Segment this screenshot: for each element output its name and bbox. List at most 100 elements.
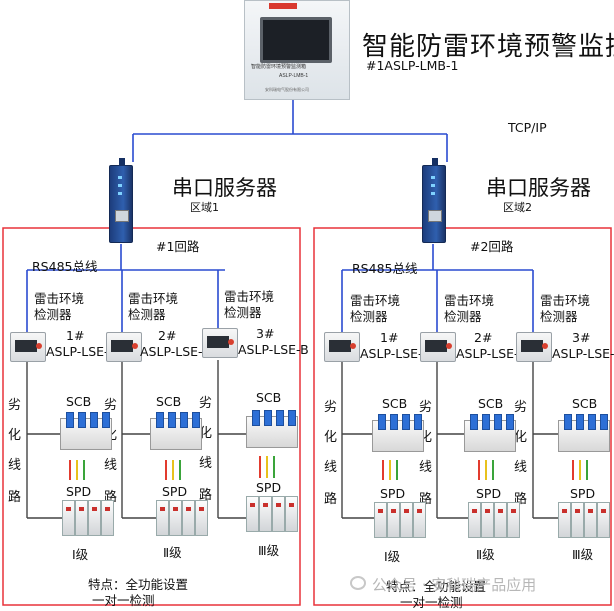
vertical-label-char: 化 (514, 430, 528, 445)
detector-device (10, 332, 46, 362)
spd-device (558, 502, 612, 538)
zone1-column-2-wiring (121, 362, 181, 519)
detector-model: ASLP-LSE- (46, 344, 109, 359)
detector-number: 1# (66, 328, 85, 343)
scb-breaker (558, 414, 610, 452)
detector-device (420, 332, 456, 362)
detector-label-bottom: 检测器 (128, 307, 166, 322)
detector-model: ASLP-LSE-B (238, 342, 309, 357)
scb-breaker (246, 410, 298, 448)
scb-breaker (150, 412, 202, 450)
zone2-note-line1: 特点：全功能设置 (386, 579, 487, 594)
vertical-label-char: 线 (324, 460, 338, 475)
server2-title: 串口服务器 (486, 176, 591, 200)
spd-label: SPD (66, 484, 92, 499)
vertical-label-char: 线 (199, 456, 213, 471)
vertical-label-char: 线 (8, 458, 22, 473)
ethernet-port-icon (115, 210, 129, 222)
serial-server-2 (422, 158, 446, 243)
detector-device (202, 328, 238, 358)
vertical-label-char: 劣 (419, 400, 433, 415)
spd-label: SPD (256, 480, 282, 495)
detector-model: ASLP-LSE- (140, 344, 203, 359)
vertical-label-char: 劣 (514, 400, 528, 415)
monitor-device: 智能防雷环境预警监测箱 ASLP-LMB-1 安科瑞电气股份有限公司 (244, 0, 350, 100)
detector-device (106, 332, 142, 362)
spd-device (374, 502, 428, 538)
grade-label: Ⅱ级 (476, 547, 495, 562)
detector-model: ASLP-LSE-I (552, 346, 614, 361)
zone1-column-1-wiring (26, 362, 85, 519)
detector-label-top: 雷击环境 (444, 293, 495, 308)
zone2-note-line2: 一对一检测 (400, 595, 463, 610)
serial-server-1 (109, 158, 133, 243)
zone1-loop-label: #1回路 (156, 239, 200, 254)
scb-label: SCB (256, 390, 282, 405)
vertical-label-char: 劣 (199, 396, 213, 411)
detector-number: 3# (572, 330, 591, 345)
detector-label-bottom: 检测器 (540, 309, 578, 324)
vertical-label-char: 路 (8, 490, 22, 505)
detector-label-bottom: 检测器 (350, 309, 388, 324)
detector-device (324, 332, 360, 362)
scb-breaker (464, 414, 516, 452)
zone2-bus-label: RS485总线 (352, 261, 418, 276)
scb-label: SCB (156, 394, 182, 409)
vertical-label-char: 线 (419, 460, 433, 475)
zone1-label: 区域1 (190, 201, 219, 214)
scb-label: SCB (572, 396, 598, 411)
spd-device (62, 500, 116, 536)
vertical-label-char: 化 (324, 430, 338, 445)
vertical-label-char: 劣 (324, 400, 338, 415)
zone1-note-line2: 一对一检测 (92, 593, 155, 608)
detector-label-top: 雷击环境 (128, 291, 179, 306)
detector-number: 3# (256, 326, 275, 341)
spd-label: SPD (380, 486, 406, 501)
vertical-label-char: 路 (324, 492, 338, 507)
detector-label-bottom: 检测器 (444, 309, 482, 324)
monitor-title: 智能防雷环境预警监控 (362, 32, 614, 62)
monitor-screen (260, 17, 332, 63)
vertical-label-char: 化 (199, 426, 213, 441)
detector-number: 2# (158, 328, 177, 343)
server1-title: 串口服务器 (172, 176, 277, 200)
scb-label: SCB (66, 394, 92, 409)
scb-label: SCB (478, 396, 504, 411)
spd-device (468, 502, 522, 538)
detector-number: 1# (380, 330, 399, 345)
spd-label: SPD (476, 486, 502, 501)
spd-label: SPD (162, 484, 188, 499)
zone1-column-3-wiring (217, 360, 275, 519)
monitor-panel-text: 智能防雷环境预警监测箱 (251, 64, 307, 70)
detector-number: 2# (474, 330, 493, 345)
monitor-model: #1ASLP-LMB-1 (366, 58, 459, 73)
scb-breaker (60, 412, 112, 450)
vertical-label-char: 化 (8, 428, 22, 443)
zone1-bus-label: RS485总线 (32, 259, 98, 274)
zone1-note-line1: 特点：全功能设置 (88, 577, 189, 592)
detector-label-top: 雷击环境 (34, 291, 85, 306)
zone2-column-2-wiring (436, 362, 494, 519)
scb-breaker (372, 414, 424, 452)
grade-label: Ⅱ级 (163, 545, 182, 560)
zone2-label: 区域2 (503, 201, 532, 214)
monitor-panel-maker: 安科瑞电气股份有限公司 (265, 87, 309, 92)
brand-logo (269, 3, 297, 9)
vertical-label-char: 劣 (104, 398, 118, 413)
zone2-loop-label: #2回路 (470, 239, 514, 254)
vertical-label-char: 路 (199, 488, 213, 503)
spd-device (156, 500, 210, 536)
zone2-frame (313, 227, 612, 606)
grade-label: Ⅲ级 (572, 547, 594, 562)
detector-label-top: 雷击环境 (540, 293, 591, 308)
grade-label: Ⅰ级 (384, 549, 401, 564)
grade-label: Ⅰ级 (72, 547, 89, 562)
zone2-column-1-wiring (341, 362, 398, 519)
spd-device (246, 496, 300, 532)
vertical-label-char: 线 (104, 458, 118, 473)
watermark: 公众号 · 安科瑞产品应用 (372, 576, 537, 594)
detector-label-bottom: 检测器 (34, 307, 72, 322)
detector-label-top: 雷击环境 (224, 289, 275, 304)
monitor-panel-model: ASLP-LMB-1 (279, 73, 309, 79)
